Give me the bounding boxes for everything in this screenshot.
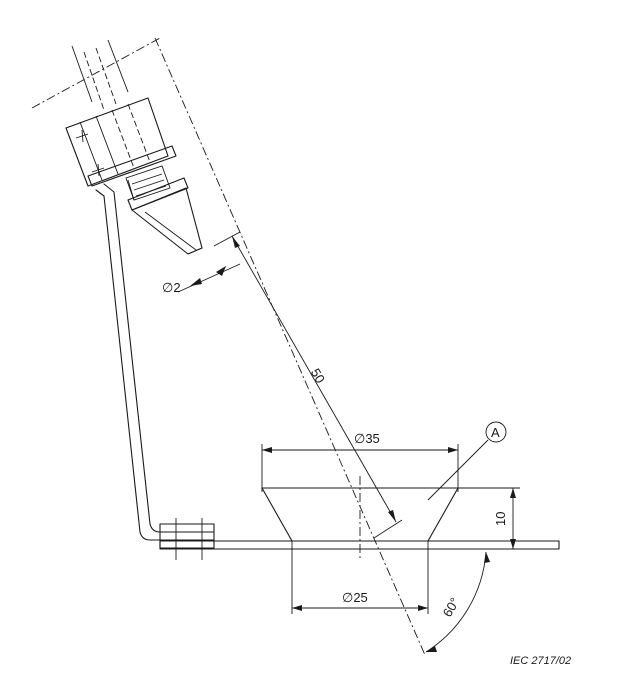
- dim-height: 10: [458, 487, 520, 550]
- bottom-diameter-label: ∅25: [342, 590, 368, 605]
- probe-cone: [131, 187, 203, 255]
- dim-angle: 60°: [425, 551, 490, 653]
- tip-diameter-label: ∅2: [162, 280, 181, 295]
- length-label: 50: [308, 366, 328, 386]
- angle-label: 60°: [440, 595, 463, 620]
- dim-length: 50: [213, 231, 403, 539]
- cup-a: [261, 476, 459, 560]
- dim-bottom-diameter: ∅25: [291, 549, 429, 614]
- probe-holder: [31, 37, 189, 211]
- dim-top-diameter: ∅35: [261, 431, 459, 492]
- top-diameter-label: ∅35: [354, 431, 380, 446]
- callout-label: A: [491, 425, 500, 440]
- callout-a: A: [427, 421, 507, 501]
- dim-tip-diameter: ∅2: [162, 263, 241, 295]
- probe-axis: [154, 37, 426, 656]
- reference-number: IEC 2717/02: [510, 655, 571, 667]
- height-label: 10: [493, 512, 508, 526]
- support-rod: [95, 183, 215, 560]
- base-plate: [159, 540, 560, 550]
